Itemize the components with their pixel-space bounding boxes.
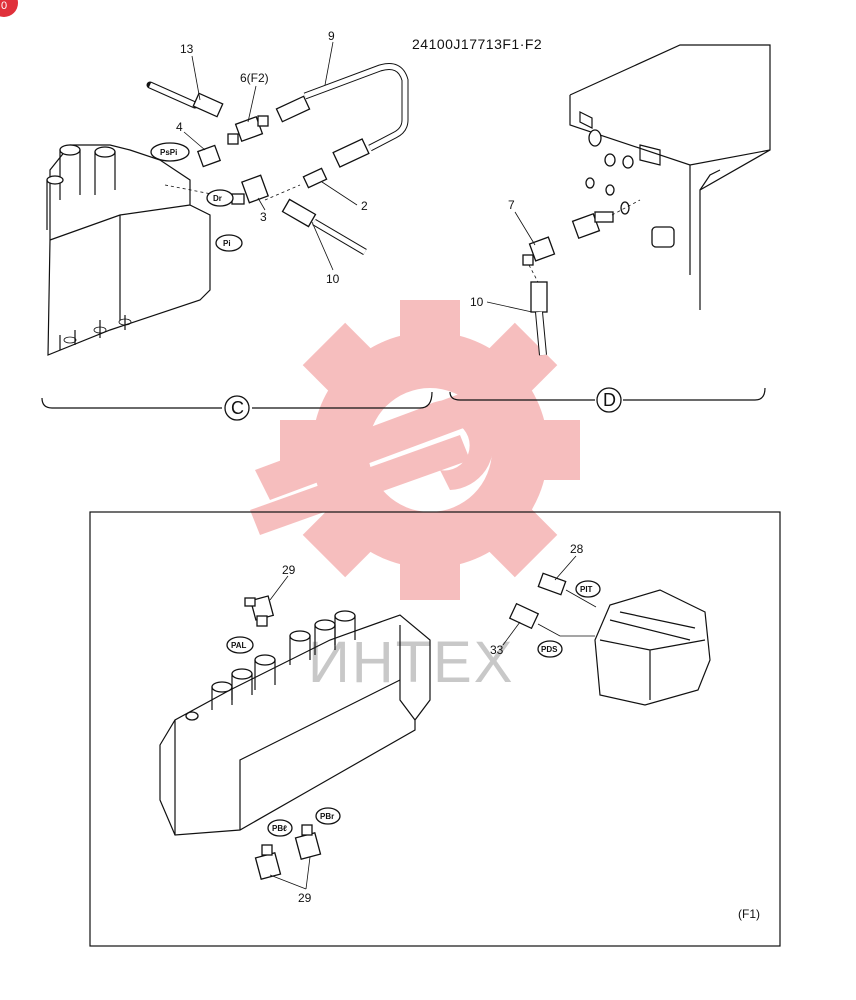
leader-d10 [486,301,533,313]
view-c-illustration [46,63,409,356]
view-d-marker-label: D [603,390,616,410]
callout-29-bottom: 29 [298,891,312,905]
callout-10-d: 10 [470,295,484,309]
drawing-reference: 24100J17713F1·F2 [412,36,542,52]
view-f1-tag: (F1) [738,907,760,921]
port-tag-pds [537,640,563,658]
port-tag-pit-label: PIT [580,585,593,594]
port-tag-pds-label: PDS [541,645,558,654]
view-c-marker-label: C [231,398,244,418]
callout-6-f2: 6(F2) [240,71,269,85]
corner-badge [0,0,18,17]
callout-28: 28 [570,542,584,556]
view-c-leaders [183,41,358,271]
leader-d7 [514,211,536,246]
port-tag-pbl [267,819,293,837]
port-tag-dr-label: Dr [213,194,222,203]
callout-13: 13 [180,42,194,56]
port-tag-pbr [315,807,341,825]
port-tag-pspi [150,142,190,162]
view-c-marker [224,395,250,421]
callout-33: 33 [490,643,504,657]
port-tag-pspi-label: PsPi [160,148,177,157]
view-d-marker [596,387,622,413]
callout-29-top: 29 [282,563,296,577]
port-tag-pal-label: PAL [231,641,247,650]
view-c-bracket [41,391,433,409]
port-tag-pi [215,234,243,252]
leader-f29b [269,856,311,890]
corner-badge-text: 0 [1,0,7,12]
watermark-text: ИНТЕХ [308,630,514,695]
leader-f29a [269,575,289,601]
port-tag-pbl-label: PBℓ [272,824,287,833]
callout-9: 9 [328,29,335,43]
callout-2: 2 [361,199,368,213]
view-d-bracket [449,387,766,401]
leader-f33 [502,621,521,646]
port-tag-pbr-label: PBr [320,812,334,821]
callout-4: 4 [176,120,183,134]
callout-7: 7 [508,198,515,212]
callout-10-c: 10 [326,272,340,286]
port-tag-pal [226,636,254,654]
view-f1-frame [89,511,781,947]
view-d-illustration [522,44,771,356]
leader-f28 [554,555,577,581]
port-tag-dr [206,189,234,207]
watermark-gear-logo [250,300,580,600]
port-tag-pit [575,580,601,598]
callout-3: 3 [260,210,267,224]
view-f1-illustration [159,572,711,881]
port-tag-pi-label: Pi [223,239,231,248]
